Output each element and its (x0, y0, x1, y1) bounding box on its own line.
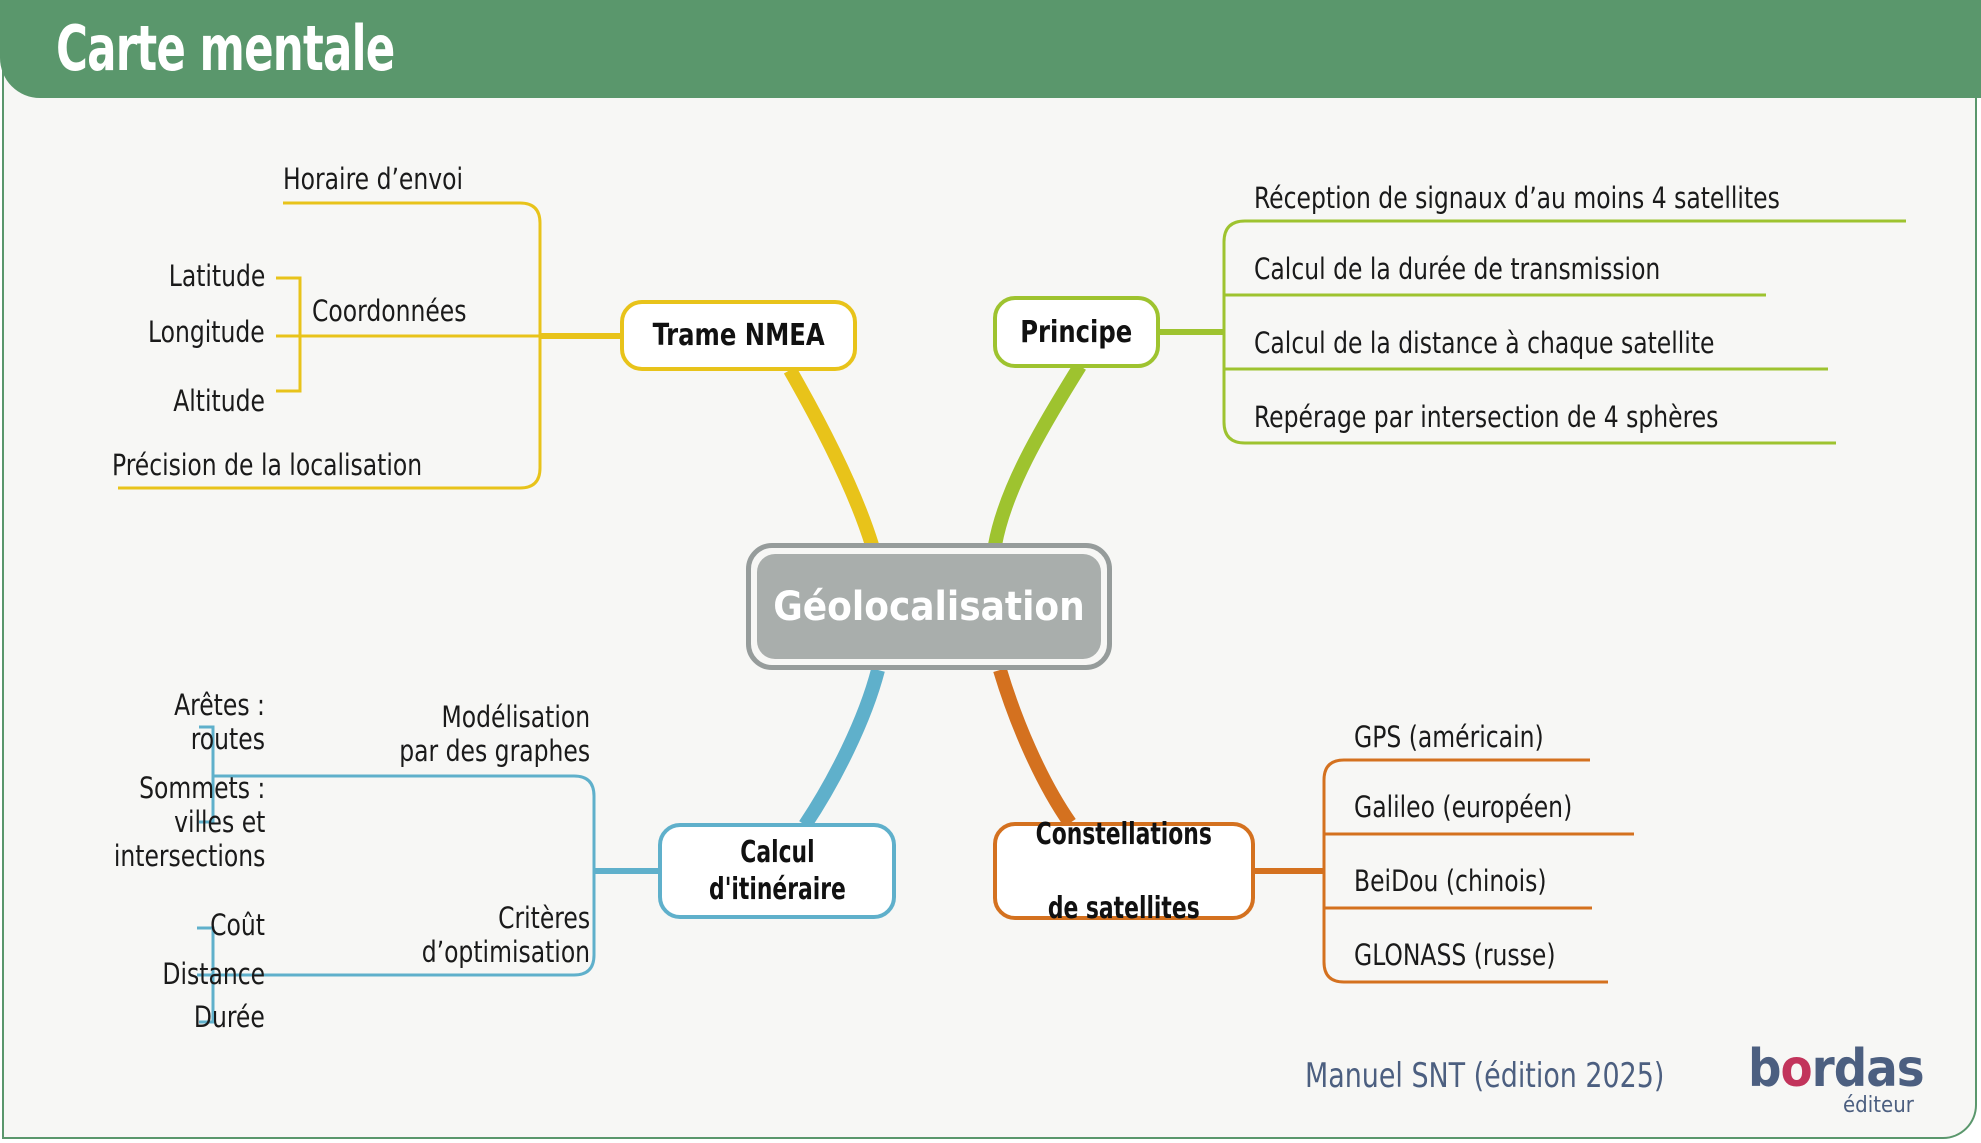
node-constellations[interactable]: Constellations de satellites (993, 817, 1255, 926)
link-center-nmea (783, 366, 879, 548)
node-trame-nmea-label: Trame NMEA (652, 318, 825, 353)
leaf-aretes: Arêtes :routes (174, 688, 265, 756)
leaf-precision: Précision de la localisation (112, 448, 423, 482)
node-itineraire-line1: Calcul (739, 835, 815, 870)
nmea-top-branch (118, 201, 542, 490)
leaf-duree: Durée (194, 1000, 265, 1034)
leaf-distance: Distance (162, 957, 265, 991)
leaf-principe-4: Repérage par intersection de 4 sphères (1254, 400, 1719, 434)
leaf-gps: GPS (américain) (1354, 720, 1544, 754)
page-title: Carte mentale (56, 12, 395, 85)
header-banner: Carte mentale (0, 0, 1981, 98)
footer-source: Manuel SNT (édition 2025) (1305, 1056, 1665, 1096)
link-center-constellations (993, 667, 1076, 828)
leaf-latitude: Latitude (168, 259, 265, 293)
bordas-logo: bordas éditeur (1748, 1039, 1925, 1118)
leaf-beidou: BeiDou (chinois) (1354, 864, 1547, 898)
center-label: Géolocalisation (773, 583, 1085, 630)
leaf-longitude: Longitude (148, 315, 265, 349)
link-center-principe (988, 362, 1086, 547)
node-constellations-line1: Constellations (1035, 816, 1213, 852)
node-trame-nmea[interactable]: Trame NMEA (620, 300, 857, 371)
leaf-principe-3: Calcul de la distance à chaque satellite (1254, 326, 1715, 360)
leaf-glonass: GLONASS (russe) (1354, 938, 1556, 972)
leaf-principe-1: Réception de signaux d’au moins 4 satell… (1254, 181, 1780, 215)
node-principe-label: Principe (1020, 314, 1133, 350)
leaf-altitude: Altitude (173, 384, 265, 418)
link-center-itineraire (799, 668, 885, 829)
leaf-galileo: Galileo (européen) (1354, 790, 1573, 824)
leaf-cout: Coût (210, 908, 265, 942)
node-constellations-line2: de satellites (1048, 890, 1200, 926)
center-node[interactable]: Géolocalisation (746, 543, 1112, 670)
node-itineraire-line2: d'itinéraire (708, 872, 846, 907)
leaf-horaire: Horaire d’envoi (283, 162, 464, 196)
leaf-principe-2: Calcul de la durée de transmission (1254, 252, 1661, 286)
leaf-coordonnees: Coordonnées (312, 294, 467, 328)
node-principe[interactable]: Principe (993, 296, 1160, 368)
